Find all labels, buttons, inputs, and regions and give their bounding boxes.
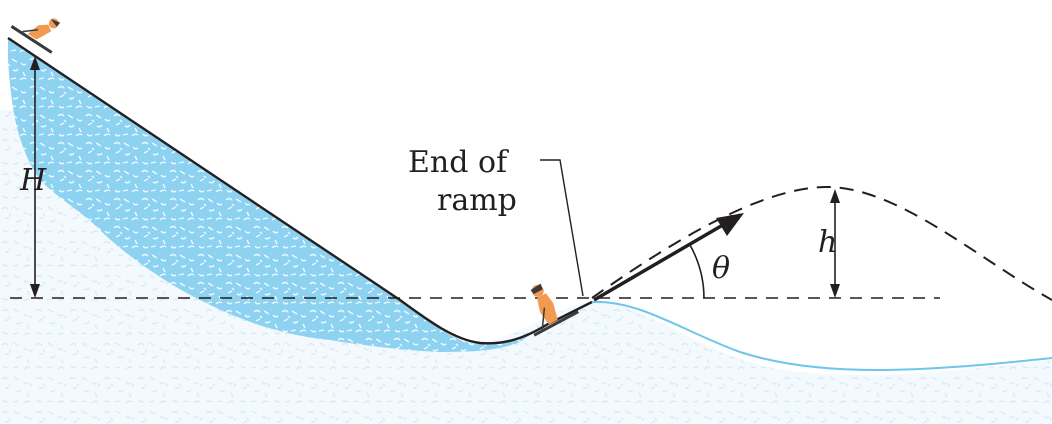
skier-top-icon [10,18,61,54]
height-H-arrow-bottom-icon [30,284,40,298]
end-of-ramp-leader-line [540,159,584,297]
label-end-of-ramp-line1: End of [408,145,509,180]
label-H: H [19,163,47,198]
label-h: h [818,225,837,260]
height-H-arrow-top-icon [30,56,40,70]
ground-profile-line [591,300,1052,371]
trajectory-dashed-curve [591,185,1052,301]
angle-arc [689,244,705,299]
velocity-arrow [593,213,741,302]
ski-slope-region [8,38,540,352]
velocity-arrow-head-icon [716,213,744,236]
label-theta: θ [712,251,730,286]
height-h-arrow-top-icon [830,189,840,203]
skier-ramp-icon [530,283,579,337]
height-h-arrow-bottom-icon [830,284,840,298]
slope-outline [7,37,593,345]
snow-ground-region [0,110,1052,424]
label-end-of-ramp-line2: ramp [437,183,517,218]
